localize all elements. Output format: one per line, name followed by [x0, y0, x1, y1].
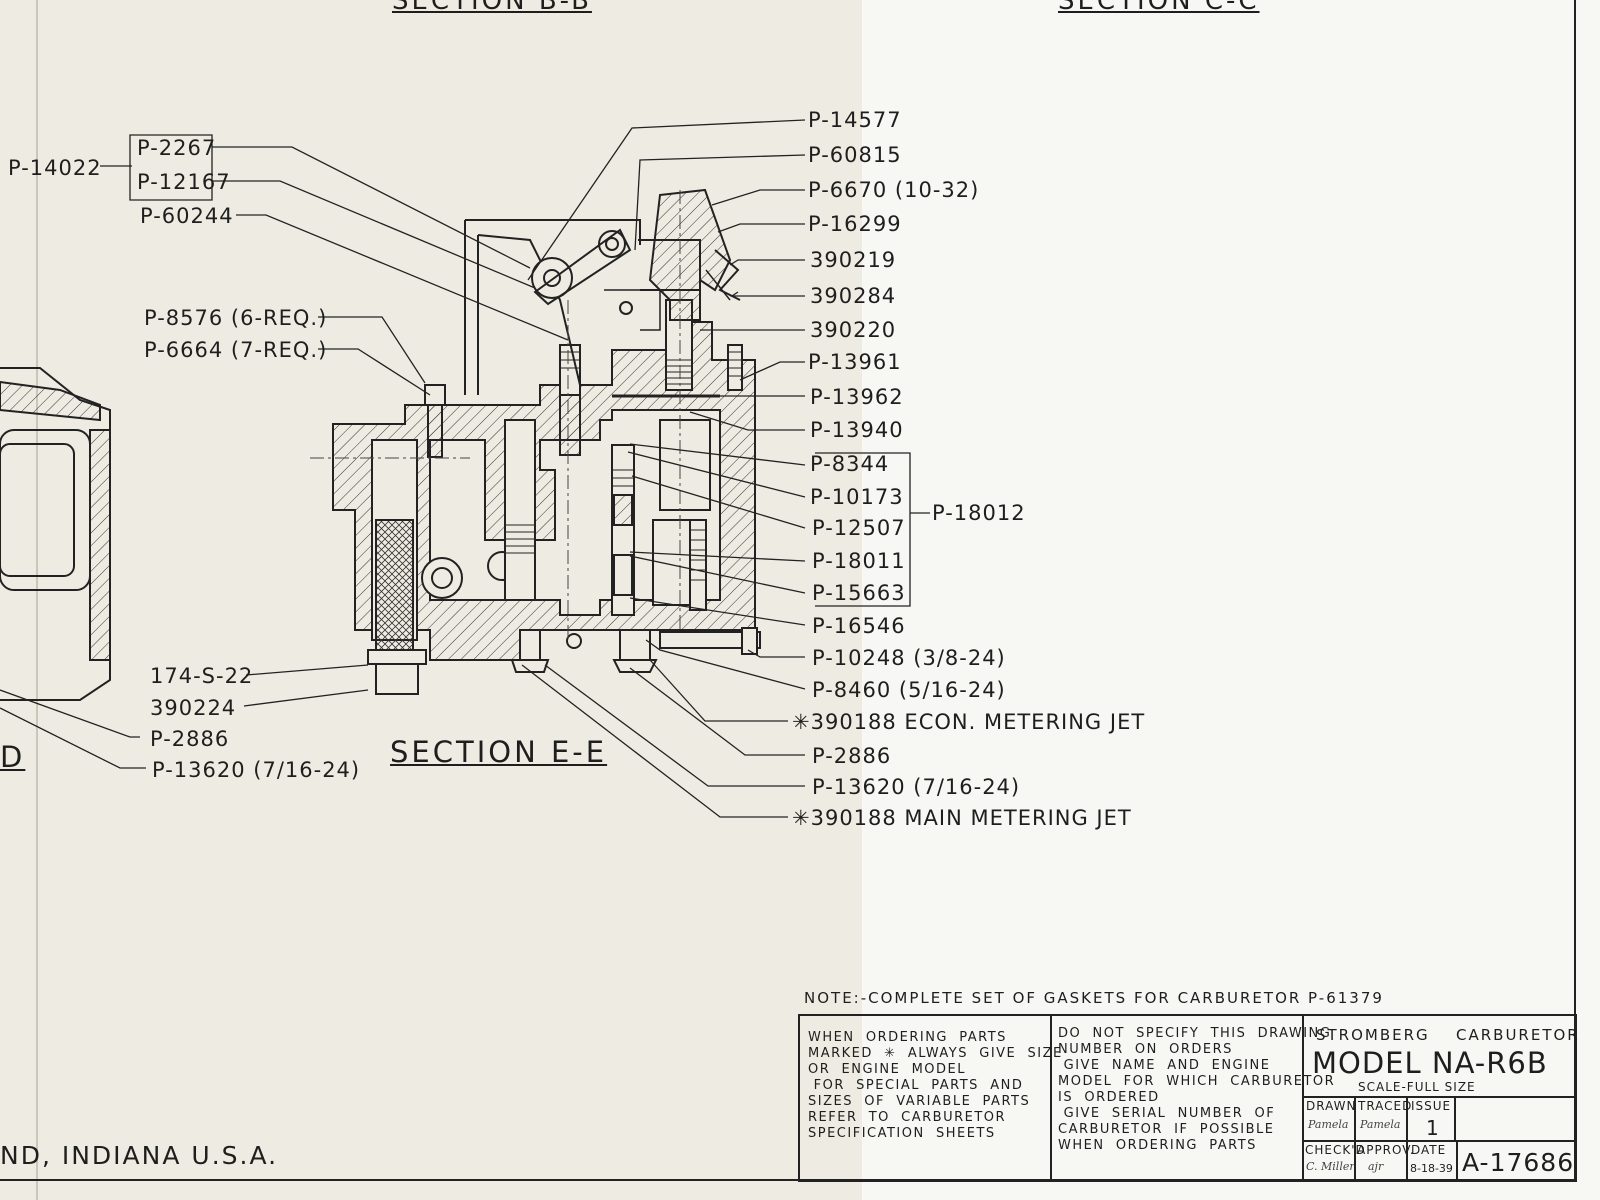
checked-cell: CHECK'D C. Miller	[1302, 1140, 1365, 1182]
part-label-p10173: P-10173	[810, 485, 904, 509]
drawing-number: A-17686	[1462, 1148, 1575, 1177]
part-label-p6670: P-6670 (10-32)	[808, 178, 980, 202]
drawing-number-cell: A-17686	[1456, 1140, 1577, 1182]
section-c-c-title: SECTION C-C	[1058, 0, 1260, 16]
drawn-cell: DRAWN Pamela	[1302, 1096, 1356, 1142]
part-label-p18012-assembly: P-18012	[932, 501, 1026, 525]
title-block-ordering-box: WHEN ORDERING PARTS MARKED ✳ ALWAYS GIVE…	[798, 1014, 1061, 1182]
checked-signature: C. Miller	[1306, 1160, 1355, 1173]
paper-fold-line	[36, 0, 38, 1200]
approved-signature: ajr	[1368, 1160, 1384, 1173]
leader-lines	[0, 119, 930, 818]
part-label-p13961: P-13961	[808, 350, 902, 374]
date-cell: DATE 8-18-39	[1406, 1140, 1458, 1182]
approved-cell: APPROV. ajr	[1354, 1140, 1414, 1182]
date-label: DATE	[1411, 1143, 1447, 1157]
part-label-p6664: P-6664 (7-REQ.)	[144, 338, 328, 362]
part-label-p13962: P-13962	[810, 385, 904, 409]
part-label-p10248: P-10248 (3/8-24)	[812, 646, 1006, 670]
footer-location: ND, INDIANA U.S.A.	[0, 1141, 279, 1170]
part-label-390188-econ-jet: ✳390188 ECON. METERING JET	[792, 710, 1146, 734]
part-label-p60815: P-60815	[808, 143, 902, 167]
part-label-p14022: P-14022	[8, 156, 102, 180]
drawn-label: DRAWN	[1306, 1099, 1357, 1113]
part-label-p2267: P-2267	[137, 136, 217, 160]
part-label-p15663: P-15663	[812, 581, 906, 605]
traced-cell: TRACED Pamela	[1354, 1096, 1411, 1142]
part-label-p8576: P-8576 (6-REQ.)	[144, 306, 328, 330]
section-d-partial-view	[0, 367, 111, 701]
checked-label: CHECK'D	[1305, 1143, 1366, 1157]
part-label-390219: 390219	[810, 248, 897, 272]
part-label-p13620-right: P-13620 (7/16-24)	[812, 775, 1021, 799]
part-label-p18011: P-18011	[812, 549, 906, 573]
part-label-p12507: P-12507	[812, 516, 906, 540]
paper-right-half	[862, 0, 1600, 1200]
title-block-notes-box: DO NOT SPECIFY THIS DRAWING NUMBER ON OR…	[1050, 1014, 1334, 1182]
gasket-note: NOTE:-COMPLETE SET OF GASKETS FOR CARBUR…	[804, 989, 1384, 1007]
drawing-date: 8-18-39	[1410, 1162, 1453, 1175]
part-label-p2886-right: P-2886	[812, 744, 892, 768]
part-label-p13940: P-13940	[810, 418, 904, 442]
section-e-e-title: SECTION E-E	[390, 735, 608, 769]
part-label-390284: 390284	[810, 284, 897, 308]
model-designation: MODEL NA-R6B	[1312, 1046, 1548, 1080]
part-label-p16546: P-16546	[812, 614, 906, 638]
ordering-instructions: WHEN ORDERING PARTS MARKED ✳ ALWAYS GIVE…	[808, 1030, 1063, 1141]
part-label-p8344: P-8344	[810, 452, 890, 476]
section-d-edge-letter: D	[0, 740, 26, 774]
part-label-174s22: 174-S-22	[150, 664, 254, 688]
issue-label: ISSUE	[1411, 1099, 1452, 1113]
approved-label: APPROV.	[1357, 1143, 1415, 1157]
drawing-number-notes: DO NOT SPECIFY THIS DRAWING NUMBER ON OR…	[1058, 1026, 1336, 1153]
part-label-p14577: P-14577	[808, 108, 902, 132]
part-label-p16299: P-16299	[808, 212, 902, 236]
part-label-p2886-left: P-2886	[150, 727, 230, 751]
section-e-e-body	[332, 299, 761, 695]
part-label-p8460: P-8460 (5/16-24)	[812, 678, 1006, 702]
part-label-p12167: P-12167	[137, 170, 231, 194]
maker-name: STROMBERG	[1316, 1026, 1430, 1044]
part-label-p60244: P-60244	[140, 204, 234, 228]
issue-cell: ISSUE 1	[1406, 1096, 1456, 1142]
part-label-390220: 390220	[810, 318, 897, 342]
traced-signature: Pamela	[1360, 1118, 1401, 1131]
product-name: CARBURETOR	[1456, 1026, 1580, 1044]
section-b-b-title: SECTION B-B	[392, 0, 592, 16]
part-label-390188-main-jet: ✳390188 MAIN METERING JET	[792, 806, 1132, 830]
blank-cell	[1454, 1096, 1577, 1142]
drawn-signature: Pamela	[1308, 1118, 1349, 1131]
part-label-p13620-left: P-13620 (7/16-24)	[152, 758, 361, 782]
upper-linkage-mechanism	[464, 188, 741, 398]
part-label-390224: 390224	[150, 696, 237, 720]
scale-note: SCALE-FULL SIZE	[1358, 1080, 1476, 1094]
issue-number: 1	[1426, 1116, 1440, 1140]
traced-label: TRACED	[1358, 1099, 1413, 1113]
